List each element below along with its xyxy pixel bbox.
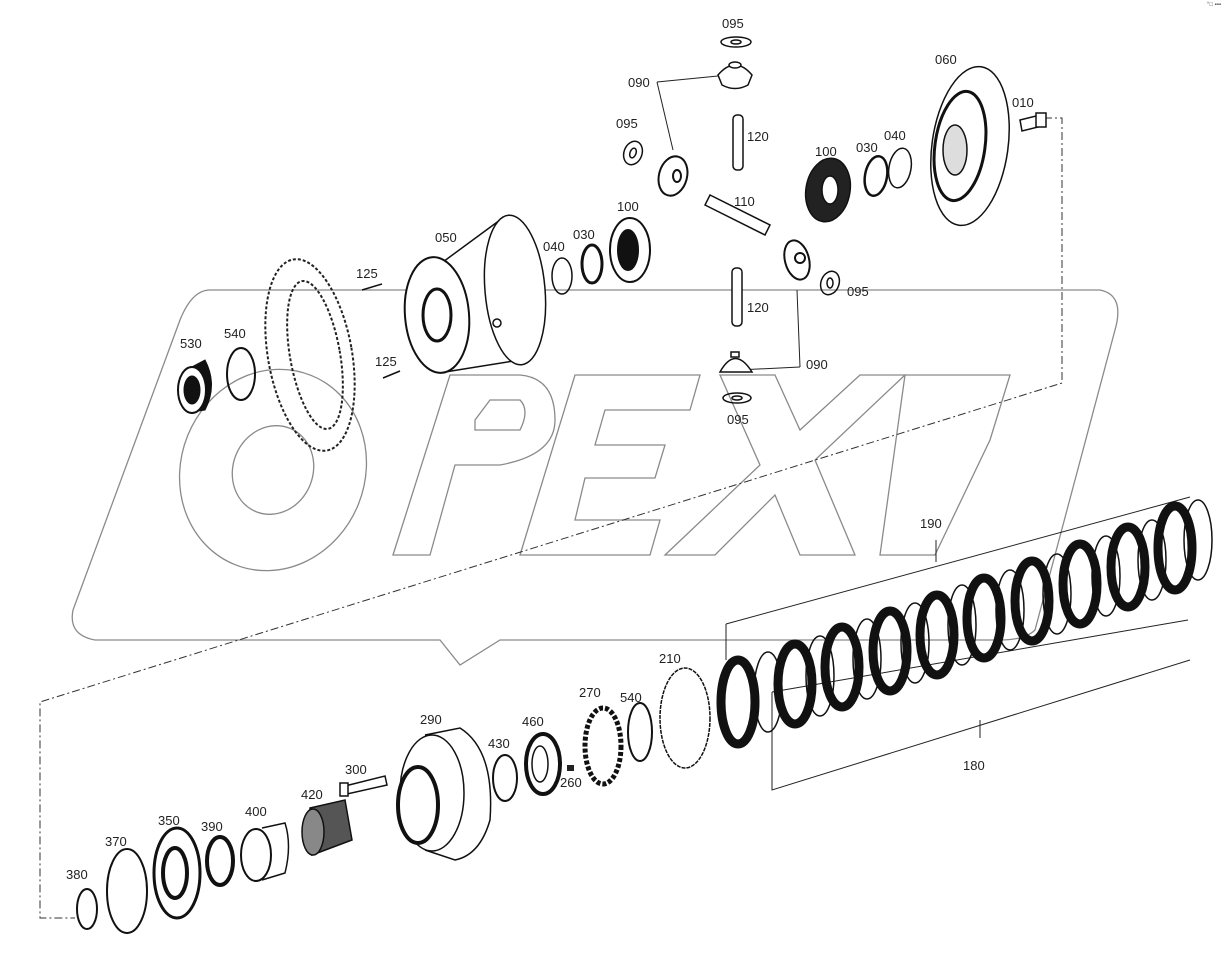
part-060-housing-cover [930, 65, 1010, 227]
part-label-210: 210 [659, 651, 681, 666]
part-label-090-bottom: 090 [806, 357, 828, 372]
part-label-120-top: 120 [747, 129, 769, 144]
part-label-010: 010 [1012, 95, 1034, 110]
part-040-shim-right [887, 147, 913, 189]
part-420-spring [301, 799, 353, 857]
part-030-ring-left [580, 243, 604, 285]
part-label-030-right: 030 [856, 140, 878, 155]
part-label-270: 270 [579, 685, 601, 700]
part-300-bolt [339, 775, 388, 797]
part-label-400: 400 [245, 804, 267, 819]
part-260-key [567, 765, 574, 771]
part-label-095-right: 095 [847, 284, 869, 299]
part-460-seal [524, 732, 562, 796]
part-125-pin-lower [382, 370, 401, 379]
part-120-pin-top [732, 114, 744, 171]
part-100-side-gear-right [804, 157, 852, 223]
part-label-090-top: 090 [628, 75, 650, 90]
part-label-430: 430 [488, 736, 510, 751]
part-label-100-left: 100 [617, 199, 639, 214]
part-390-bearing-ring [205, 835, 235, 887]
part-label-380: 380 [66, 867, 88, 882]
part-350-bearing-hub [152, 826, 202, 920]
part-040-shim-left [551, 257, 573, 295]
part-090-bevel-gear-bottom [718, 351, 754, 373]
part-label-370: 370 [105, 834, 127, 849]
part-label-095-top: 095 [722, 16, 744, 31]
part-540-oring-upper [226, 347, 256, 401]
part-210-plate [659, 667, 711, 769]
part-label-540-lower: 540 [620, 690, 642, 705]
watermark-opex [71, 289, 1119, 666]
part-095-washer-left [622, 140, 644, 166]
part-label-110: 110 [734, 194, 755, 209]
part-430-snap-ring [492, 754, 518, 802]
part-110-shaft [703, 193, 772, 237]
part-label-030-left: 030 [573, 227, 595, 242]
part-label-260: 260 [560, 775, 582, 790]
part-270-thrust-bearing [582, 705, 624, 787]
part-050-differential-housing [403, 214, 547, 374]
part-label-125-upper: 125 [356, 266, 378, 281]
part-180-190-clutch-pack [716, 499, 1213, 749]
part-label-460: 460 [522, 714, 544, 729]
part-530-bearing [177, 359, 212, 414]
part-label-420: 420 [301, 787, 323, 802]
part-030-ring-right [863, 154, 889, 198]
part-label-040-left: 040 [543, 239, 565, 254]
part-label-390: 390 [201, 819, 223, 834]
part-label-095-left: 095 [616, 116, 638, 131]
part-380-oring-small [76, 888, 98, 930]
part-label-125-lower: 125 [375, 354, 397, 369]
part-370-oring-large [106, 848, 148, 934]
part-125-pin-upper [361, 283, 383, 291]
part-540-oring-lower [627, 702, 653, 762]
part-400-sleeve [240, 822, 290, 882]
part-label-060: 060 [935, 52, 957, 67]
part-090-bevel-gear-right [783, 239, 811, 281]
part-label-540-upper: 540 [224, 326, 246, 341]
part-label-290: 290 [420, 712, 442, 727]
part-290-piston-housing [396, 727, 492, 861]
part-label-100-right: 100 [815, 144, 837, 159]
part-label-180: 180 [963, 758, 985, 773]
part-label-530: 530 [180, 336, 202, 351]
leader-lines [656, 75, 801, 371]
part-ring-gear [264, 258, 356, 452]
part-label-095-bottom: 095 [727, 412, 749, 427]
part-label-300: 300 [345, 762, 367, 777]
part-label-120-bottom: 120 [747, 300, 769, 315]
corner-mark: °□ ▪▪▪ [1206, 2, 1221, 8]
part-120-pin-bottom [731, 267, 743, 327]
part-095-washer-right [819, 270, 841, 296]
part-095-washer-bottom [722, 392, 752, 404]
part-090-bevel-gear-left [657, 155, 689, 197]
part-label-050: 050 [435, 230, 457, 245]
part-100-side-gear-left [609, 217, 651, 283]
part-label-350: 350 [158, 813, 180, 828]
part-label-190: 190 [920, 516, 942, 531]
part-090-bevel-gear-top [717, 61, 753, 90]
assembly-guideline [39, 117, 1063, 919]
part-010-bolt [1019, 112, 1047, 132]
part-095-washer-top [720, 36, 752, 48]
part-label-040-right: 040 [884, 128, 906, 143]
